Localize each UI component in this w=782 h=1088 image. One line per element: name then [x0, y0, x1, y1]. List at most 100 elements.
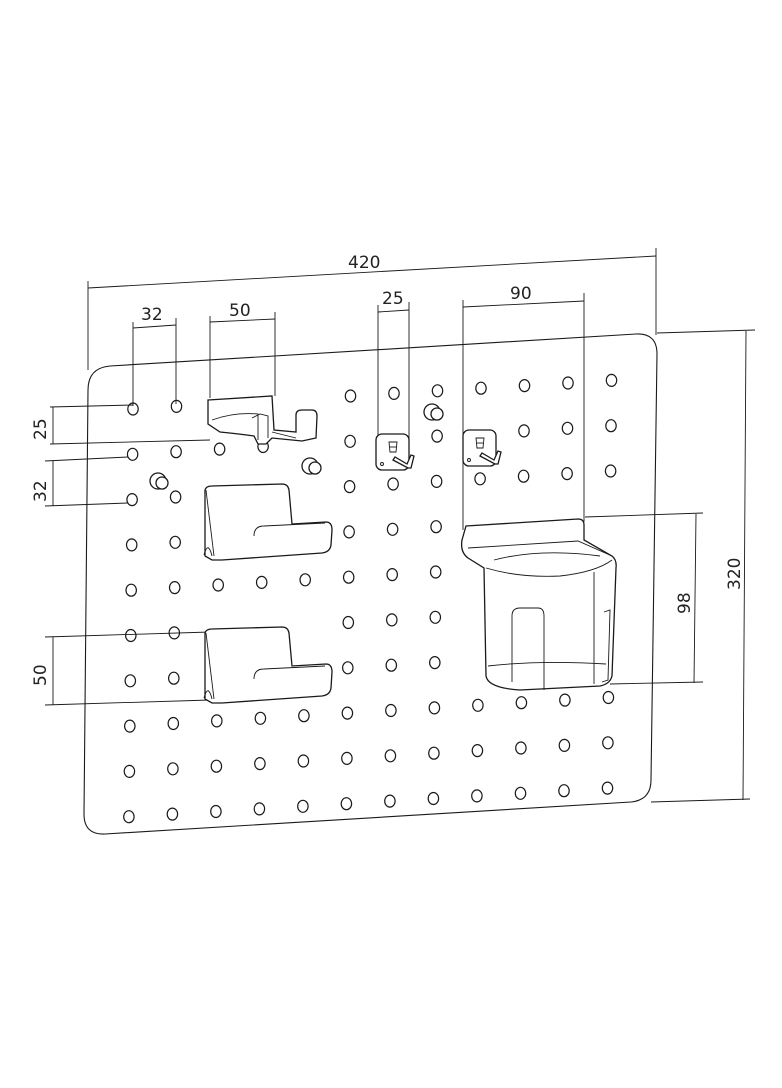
peg-hole — [518, 379, 531, 393]
dimension-32-left: 32 — [31, 456, 129, 507]
dimension-32-top: 32 — [132, 305, 177, 406]
peg-hole — [428, 701, 441, 715]
dimension-98-right: 98 — [584, 512, 704, 685]
peg-hole — [124, 674, 137, 688]
peg-hole — [386, 567, 398, 582]
dimension-50-top: 50 — [209, 301, 276, 398]
peg-hole — [427, 791, 440, 806]
peg-knob — [149, 472, 169, 490]
dimension-label: 50 — [31, 664, 51, 686]
peg-hole — [168, 671, 180, 685]
dimension-label: 98 — [675, 592, 695, 614]
peg-hole — [605, 373, 618, 387]
peg-hole — [429, 610, 442, 624]
dimension-420: 420 — [87, 248, 657, 370]
peg-hole — [126, 447, 139, 461]
peg-hole — [299, 573, 311, 587]
peg-hole — [428, 655, 441, 670]
peg-hole — [344, 389, 357, 403]
peg-hole — [210, 804, 222, 819]
peg-hole — [211, 714, 223, 728]
dimension-label: 32 — [31, 480, 51, 502]
dimension-25-left: 25 — [31, 404, 211, 445]
peg-hole — [341, 751, 353, 766]
peg-hole — [388, 386, 400, 400]
peg-knob — [301, 457, 322, 475]
dimension-label: 420 — [348, 253, 380, 273]
peg-hole — [255, 575, 268, 590]
small-hook-left — [375, 433, 415, 471]
peg-hole — [515, 696, 528, 710]
peg-hole — [124, 719, 136, 733]
dimension-label: 320 — [725, 558, 745, 590]
peg-hole — [297, 799, 309, 813]
peg-hole — [170, 445, 182, 459]
upper-shelf — [203, 483, 333, 561]
peg-hole — [428, 746, 440, 760]
peg-hole — [344, 434, 356, 448]
peg-hole — [297, 754, 310, 768]
peg-hole — [601, 781, 614, 795]
peg-hole — [253, 802, 266, 816]
peg-hole — [472, 698, 484, 712]
dimension-label: 90 — [510, 284, 532, 304]
peg-hole — [429, 565, 442, 579]
peg-hole — [125, 538, 138, 552]
peg-hole — [385, 703, 397, 718]
peg-hole — [340, 797, 353, 811]
dimension-label: 32 — [141, 305, 163, 325]
peg-hole — [343, 525, 355, 539]
peg-hole — [169, 535, 181, 549]
peg-hole — [518, 424, 530, 438]
peg-hole — [254, 756, 266, 771]
dimension-25-top: 25 — [377, 289, 410, 440]
peg-hole — [212, 578, 224, 592]
cup-holder — [460, 518, 617, 691]
peg-hole — [342, 615, 355, 630]
peg-hole — [515, 741, 527, 755]
peg-hole — [210, 759, 223, 773]
peg-hole — [474, 472, 486, 486]
peg-hole — [343, 480, 356, 494]
peg-hole — [169, 490, 182, 504]
peg-hole — [558, 738, 571, 753]
peg-hole — [602, 736, 614, 750]
peg-hole — [167, 716, 180, 731]
small-hook-right — [462, 429, 502, 467]
peg-hole — [125, 628, 137, 643]
peg-hole — [471, 789, 483, 803]
peg-hole — [475, 381, 487, 395]
peg-hole — [562, 376, 574, 390]
peg-hole — [125, 583, 137, 597]
dimension-50-left: 50 — [31, 631, 211, 706]
peg-hole — [168, 580, 181, 595]
dimension-90-top: 90 — [462, 284, 585, 530]
dimension-label: 25 — [382, 289, 404, 309]
peg-hole — [558, 784, 570, 798]
dimension-label: 25 — [31, 418, 51, 440]
peg-hole — [384, 749, 397, 763]
peg-hole — [298, 709, 310, 723]
peg-hole — [561, 421, 574, 435]
peg-hole — [170, 399, 183, 413]
peg-hole — [430, 520, 442, 534]
peg-hole — [254, 711, 267, 725]
peg-hole — [431, 429, 443, 443]
double-hook-holder — [207, 395, 318, 445]
peg-hole — [430, 474, 443, 488]
peg-hole — [605, 419, 617, 433]
peg-hole — [341, 661, 354, 675]
peg-hole — [431, 384, 444, 398]
peg-hole — [517, 469, 530, 483]
peg-hole — [123, 810, 135, 824]
peg-hole — [387, 477, 399, 491]
peg-hole — [385, 613, 398, 627]
peg-hole — [604, 464, 617, 478]
peg-hole — [561, 467, 573, 481]
peg-hole — [123, 764, 136, 779]
peg-hole — [559, 693, 571, 707]
peg-hole — [385, 658, 398, 672]
dimension-320-right: 320 — [650, 329, 756, 803]
peg-hole — [471, 743, 484, 758]
